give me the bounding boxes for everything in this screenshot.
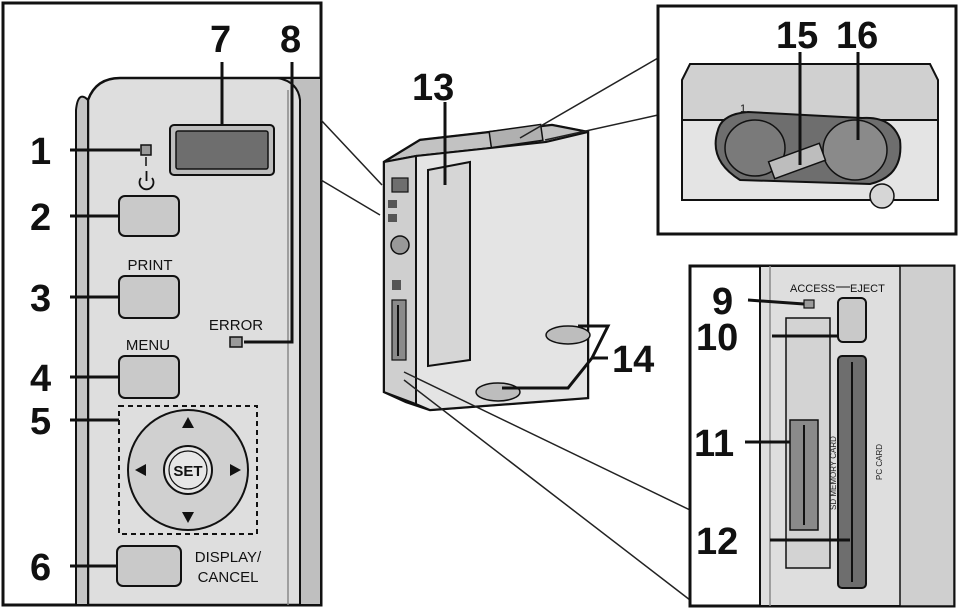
callout-11: 11 [694, 423, 734, 465]
printer-lcd [391, 177, 409, 193]
printer-button-small-3 [392, 280, 401, 290]
callout-13: 13 [412, 67, 454, 109]
zoom-line-bottom-2 [403, 379, 691, 601]
display-label-line2: CANCEL [198, 569, 259, 586]
print-label: PRINT [128, 257, 173, 274]
release-lever [767, 142, 827, 180]
callout-12: 12 [696, 521, 738, 563]
printer-foot-front [475, 382, 521, 402]
cassette-spool-right [822, 119, 888, 181]
printer-button-small-1 [388, 200, 397, 208]
eject-button[interactable] [837, 297, 867, 343]
slot-panel-side [899, 265, 955, 607]
power-button[interactable] [118, 195, 180, 237]
leader-8 [244, 62, 294, 344]
callout-5: 5 [30, 401, 51, 443]
slot-panel-face [759, 265, 913, 607]
arrow-up-icon[interactable] [182, 417, 194, 428]
callout-8: 8 [280, 19, 301, 61]
error-indicator-lamp [229, 336, 243, 348]
zoom-line-left-top [320, 119, 383, 186]
printer-button-small-2 [388, 214, 397, 222]
arrow-right-icon[interactable] [230, 464, 241, 476]
set-button-ring [168, 450, 208, 490]
pc-card-label: PC CARD [875, 444, 884, 480]
printer-overview: 13 14 [320, 57, 691, 601]
sd-card-label: SD MEMORY CARD [829, 436, 838, 510]
control-panel-closeup: PRINT MENU ERROR SET DISPLAY/ CANCEL 1 [1, 1, 323, 607]
callout-7: 7 [210, 19, 231, 61]
display-cancel-button[interactable] [116, 545, 182, 587]
zoom-line-left-bottom [320, 179, 381, 216]
printer-foot-rear [545, 325, 591, 345]
power-indicator-lamp [140, 144, 152, 156]
access-label: ACCESS [790, 283, 835, 295]
callout-15: 15 [776, 15, 818, 57]
print-button[interactable] [118, 275, 180, 319]
callout-14: 14 [612, 339, 654, 381]
dpad-group-box [118, 405, 258, 535]
leader-14-lower [502, 357, 594, 390]
set-label: SET [173, 463, 202, 480]
compartment-lid [681, 63, 939, 121]
compartment-knob [869, 183, 895, 209]
eject-label: EJECT [850, 283, 885, 295]
callout-6: 6 [30, 547, 51, 589]
power-symbol-icon [138, 171, 155, 191]
paper-door [427, 160, 471, 368]
display-label-line1: DISPLAY/ [195, 549, 262, 566]
device-right-edge [277, 77, 322, 606]
arrow-down-icon[interactable] [182, 512, 194, 523]
callout-16: 16 [836, 15, 878, 57]
zoom-line-top-1 [519, 57, 659, 139]
leader-14-upper [578, 324, 611, 359]
lcd-screen [175, 130, 269, 170]
printer-dpad [390, 235, 410, 255]
error-label: ERROR [209, 317, 263, 334]
set-button[interactable] [163, 445, 213, 495]
callout-10: 10 [696, 317, 738, 359]
callout-1: 1 [30, 131, 51, 173]
card-slot-closeup: ACCESS EJECT SD MEMORY CARD PC CARD 9 10… [688, 264, 956, 608]
leader-9 [747, 298, 805, 306]
cassette-compartment-closeup: 1 15 16 [656, 4, 958, 236]
access-lamp [803, 299, 815, 309]
zoom-line-bottom-1 [403, 371, 691, 511]
lever-mark: 1 [740, 103, 746, 115]
top-cover-latch [488, 123, 544, 149]
callout-3: 3 [30, 278, 51, 320]
arrow-left-icon[interactable] [135, 464, 146, 476]
callout-4: 4 [30, 358, 51, 400]
callout-2: 2 [30, 197, 51, 239]
menu-label: MENU [126, 337, 170, 354]
zoom-line-top-2 [544, 114, 659, 141]
callout-9: 9 [712, 281, 733, 323]
menu-button[interactable] [118, 355, 180, 399]
device-left-edge [75, 95, 89, 606]
